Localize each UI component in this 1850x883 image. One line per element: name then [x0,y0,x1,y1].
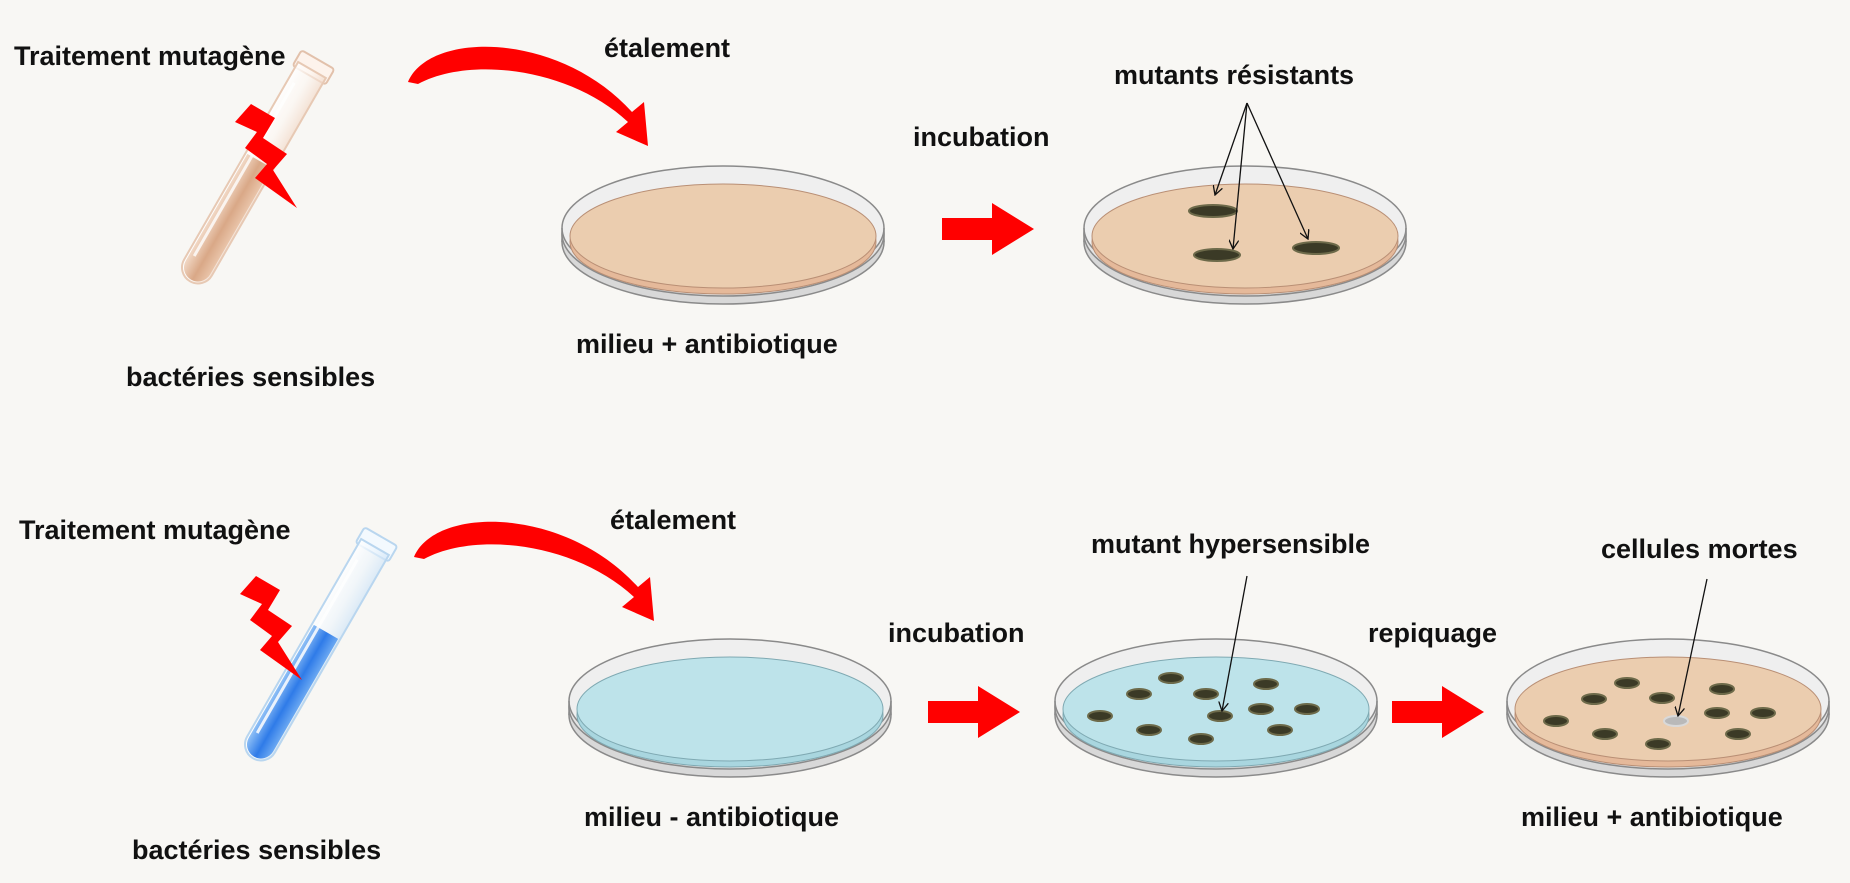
colony [1193,248,1241,262]
petri-dish-resistant-mutants [1083,165,1407,305]
petri-dish-colonies [1054,638,1378,778]
top-row: Traitement mutagène étalement milieu + a… [14,33,1407,392]
petri-dish-with-antibiotic [561,165,885,305]
plating-label: étalement [610,505,736,535]
colony-hypersensitive [1207,710,1233,722]
colony [1581,693,1607,705]
colony [1725,728,1751,740]
medium-with-antibiotic-label: milieu + antibiotique [576,329,838,359]
colony [1158,672,1184,684]
colony [1193,688,1219,700]
test-tube-sensitive-bacteria-blue [244,527,398,762]
colony [1592,728,1618,740]
colony [1750,707,1776,719]
colony [1292,241,1340,255]
mutagenic-treatment-label: Traitement mutagène [19,515,291,545]
colony [1543,715,1569,727]
pointer-lines-resistant [1215,102,1308,249]
colonies-no-antibiotic [1087,672,1320,745]
dead-cells-label: cellules mortes [1601,534,1798,564]
colony [1087,710,1113,722]
subculture-arrow [1392,686,1484,738]
pointer-line-hypersensitive [1222,575,1248,711]
hypersensitive-mutant-label: mutant hypersensible [1091,529,1370,559]
dead-cells [1663,715,1689,727]
colony [1188,733,1214,745]
colony [1645,738,1671,750]
incubation-arrow [942,203,1034,255]
incubation-arrow [928,686,1020,738]
petri-dish-with-antibiotic-replica [1506,638,1830,778]
colony [1294,703,1320,715]
colony [1704,707,1730,719]
petri-dish-without-antibiotic [568,638,892,778]
colony [1614,677,1640,689]
test-tube-sensitive-bacteria [181,50,335,285]
plating-curved-arrow [408,46,648,146]
resistant-mutants-label: mutants résistants [1114,60,1354,90]
mutagenic-treatment-label: Traitement mutagène [14,41,286,71]
plating-curved-arrow [414,521,654,621]
bottom-row: Traitement mutagène étalement milieu - a… [19,505,1830,865]
pointer-line-dead-cells [1678,578,1708,716]
colony [1709,683,1735,695]
medium-without-antibiotic-label: milieu - antibiotique [584,802,839,832]
colony [1253,678,1279,690]
sensitive-bacteria-label: bactéries sensibles [126,362,375,392]
colony [1188,204,1238,218]
incubation-label: incubation [913,122,1050,152]
colony [1649,692,1675,704]
medium-with-antibiotic-label: milieu + antibiotique [1521,802,1783,832]
colony [1248,703,1274,715]
plating-label: étalement [604,33,730,63]
colony [1267,724,1293,736]
colony [1136,724,1162,736]
colony [1126,688,1152,700]
incubation-label: incubation [888,618,1025,648]
subculture-label: repiquage [1368,618,1497,648]
sensitive-bacteria-label: bactéries sensibles [132,835,381,865]
colonies-with-antibiotic [1543,677,1776,750]
